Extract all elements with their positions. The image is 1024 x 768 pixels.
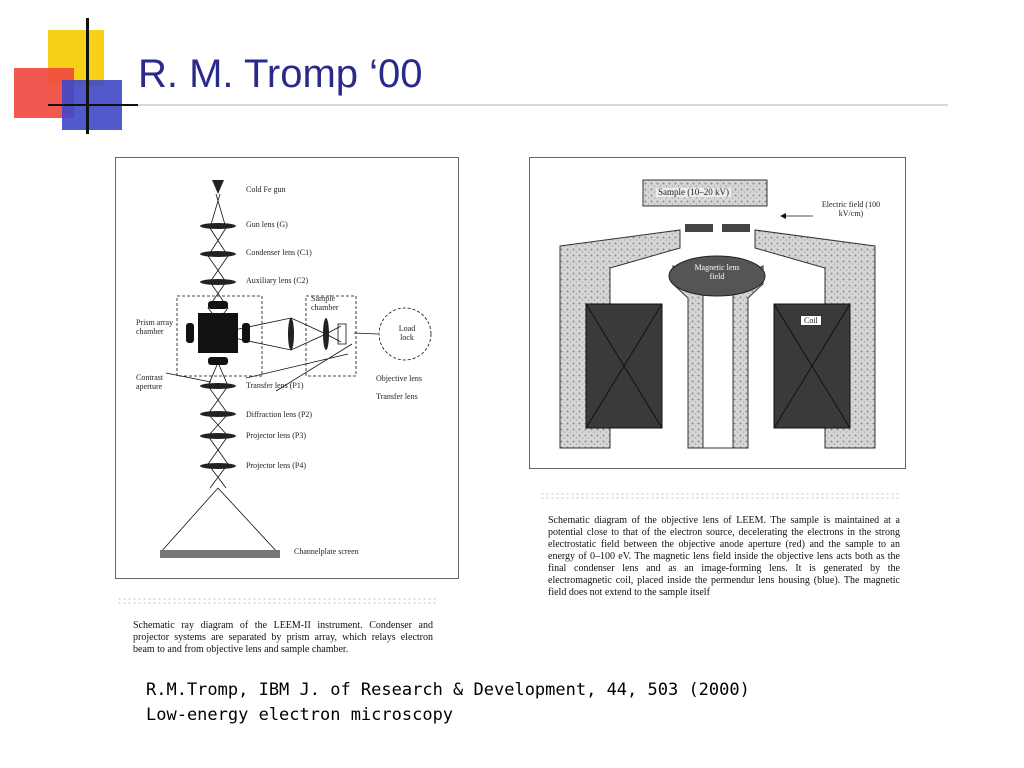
left-figure-caption: Schematic ray diagram of the LEEM-II ins…	[133, 620, 433, 655]
label-condenser-lens: Condenser lens (C1)	[246, 248, 312, 257]
label-load-lock: Load lock	[398, 324, 416, 342]
label-transfer-lens: Transfer lens	[376, 392, 418, 401]
label-projector-lens-p3: Projector lens (P3)	[246, 431, 306, 440]
objective-lens-diagram	[559, 179, 876, 449]
label-auxiliary-lens: Auxiliary lens (C2)	[246, 276, 309, 285]
title-underline-dark	[48, 104, 138, 106]
title-underline-light	[138, 104, 948, 106]
leem-ray-diagram-panel: Cold Fe gun Gun lens (G) Condenser lens …	[115, 157, 459, 579]
scan-noise-left	[117, 597, 437, 605]
label-magnetic-lens-field: Magnetic lens field	[690, 263, 744, 281]
label-channelplate-screen: Channelplate screen	[294, 547, 359, 556]
slide-title: R. M. Tromp ‘00	[138, 52, 423, 96]
scan-noise-right	[540, 492, 900, 500]
label-electric-field: Electric field (100 kV/cm)	[821, 200, 881, 218]
label-transfer-lens-p1: Transfer lens (P1)	[246, 381, 304, 390]
label-prism-array-chamber: Prism array chamber	[136, 318, 174, 336]
reference-citation: R.M.Tromp, IBM J. of Research & Developm…	[146, 680, 750, 700]
title-decoration-vertical-line	[86, 18, 89, 134]
label-objective-lens: Objective lens	[376, 374, 422, 383]
label-coil: Coil	[800, 315, 822, 326]
label-diffraction-lens: Diffraction lens (P2)	[246, 410, 313, 419]
label-sample: Sample (10–20 kV)	[656, 187, 731, 197]
label-gun-lens: Gun lens (G)	[246, 220, 288, 229]
objective-lens-diagram-panel: Sample (10–20 kV) Electric field (100 kV…	[529, 157, 906, 469]
label-projector-lens-p4: Projector lens (P4)	[246, 461, 306, 470]
label-sample-chamber: Sample chamber	[311, 294, 339, 312]
label-contrast-aperture: Contrast aperture	[136, 373, 164, 391]
label-cold-fe-gun: Cold Fe gun	[246, 185, 286, 194]
leem-ray-diagram	[159, 180, 432, 558]
right-figure-caption: Schematic diagram of the objective lens …	[548, 515, 900, 598]
reference-subtitle: Low-energy electron microscopy	[146, 705, 454, 725]
